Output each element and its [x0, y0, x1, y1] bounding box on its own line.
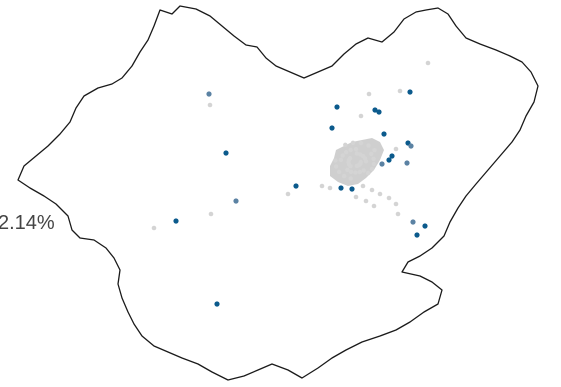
map-point-light — [358, 140, 364, 146]
map-point-mid — [379, 161, 385, 167]
map-point-light — [393, 201, 399, 207]
map-point-light — [425, 60, 431, 66]
map-point-light — [350, 140, 356, 145]
map-point-light — [336, 169, 342, 175]
map-point-light — [358, 113, 364, 119]
map-point-light — [371, 161, 376, 167]
map-point-dark — [223, 150, 229, 156]
map-point-light — [353, 194, 359, 200]
map-point-dark — [414, 232, 420, 238]
map-point-dark — [214, 301, 220, 307]
map-point-light — [348, 147, 353, 153]
map-point-dark — [422, 223, 428, 229]
map-point-light — [386, 195, 392, 201]
map-point-dark — [389, 153, 395, 159]
map-point-mid — [206, 91, 212, 97]
map-point-mid — [410, 219, 416, 225]
map-point-dark — [381, 131, 387, 137]
map-point-light — [363, 159, 369, 164]
map-point-light — [357, 169, 362, 175]
map-point-light — [369, 187, 375, 193]
map-point-light — [343, 142, 348, 147]
map-point-light — [360, 183, 366, 189]
map-point-light — [354, 151, 360, 156]
map-point-light — [327, 185, 333, 191]
map-point-light — [347, 156, 353, 161]
map-point-light — [345, 167, 350, 172]
map-point-mid — [408, 143, 414, 149]
map-point-light — [333, 158, 338, 163]
map-point-dark — [407, 89, 413, 95]
percent-label: 2.14% — [0, 212, 55, 234]
map-point-light — [353, 170, 358, 175]
map-point-dark — [376, 109, 382, 115]
map-point-dark — [173, 218, 179, 224]
map-point-light — [348, 169, 354, 174]
map-point-light — [333, 164, 339, 169]
map-point-light — [366, 170, 371, 176]
urban-core-area — [330, 138, 384, 186]
map-point-light — [343, 150, 349, 155]
map-point-mid — [404, 160, 410, 166]
map-point-light — [371, 203, 377, 209]
map-point-mid — [233, 198, 239, 204]
map-point-light — [354, 163, 359, 169]
map-point-light — [369, 166, 375, 172]
map-point-light — [151, 225, 157, 231]
map-point-light — [319, 183, 325, 189]
map-point-light — [395, 211, 401, 217]
map-point-dark — [334, 104, 340, 110]
points-layer — [151, 60, 431, 307]
map-point-dark — [349, 186, 355, 192]
map-point-light — [340, 153, 345, 158]
map-point-dark — [372, 107, 378, 113]
map-point-dark — [338, 185, 344, 191]
map-point-light — [342, 173, 347, 179]
map-point-light — [285, 191, 291, 197]
map-point-light — [377, 191, 383, 197]
map-point-light — [372, 148, 377, 153]
map-point-dark — [386, 157, 392, 163]
map-point-light — [393, 146, 399, 152]
map-point-light — [348, 176, 353, 181]
map-point-light — [361, 168, 366, 173]
map-point-light — [366, 91, 372, 97]
map-point-light — [366, 143, 371, 148]
region-boundary — [17, 5, 539, 381]
map-point-light — [397, 88, 403, 94]
map-point-light — [371, 156, 376, 161]
map-point-light — [208, 211, 214, 217]
map-point-light — [207, 102, 213, 108]
map-point-light — [338, 157, 344, 162]
map-point-light — [363, 198, 369, 204]
map-point-light — [369, 151, 374, 157]
map-point-dark — [329, 125, 335, 131]
map-point-dark — [293, 183, 299, 189]
map-point-light — [353, 147, 359, 152]
